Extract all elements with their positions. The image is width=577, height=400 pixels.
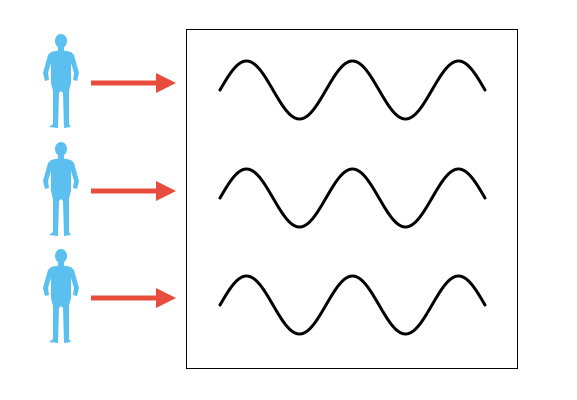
person-standing-icon <box>43 249 79 343</box>
sine-wave <box>218 167 487 229</box>
sine-wave <box>218 59 487 121</box>
diagram-rows <box>43 34 487 343</box>
diagram-row <box>43 249 487 343</box>
signal-frame <box>186 29 518 369</box>
person-standing-icon <box>43 142 79 236</box>
arrow-right-icon <box>91 73 176 93</box>
person-standing-icon <box>43 34 79 128</box>
arrow-right-icon <box>91 181 176 201</box>
diagram-row <box>43 34 487 128</box>
sine-wave <box>218 274 487 336</box>
diagram-row <box>43 142 487 236</box>
arrow-right-icon <box>91 288 176 308</box>
